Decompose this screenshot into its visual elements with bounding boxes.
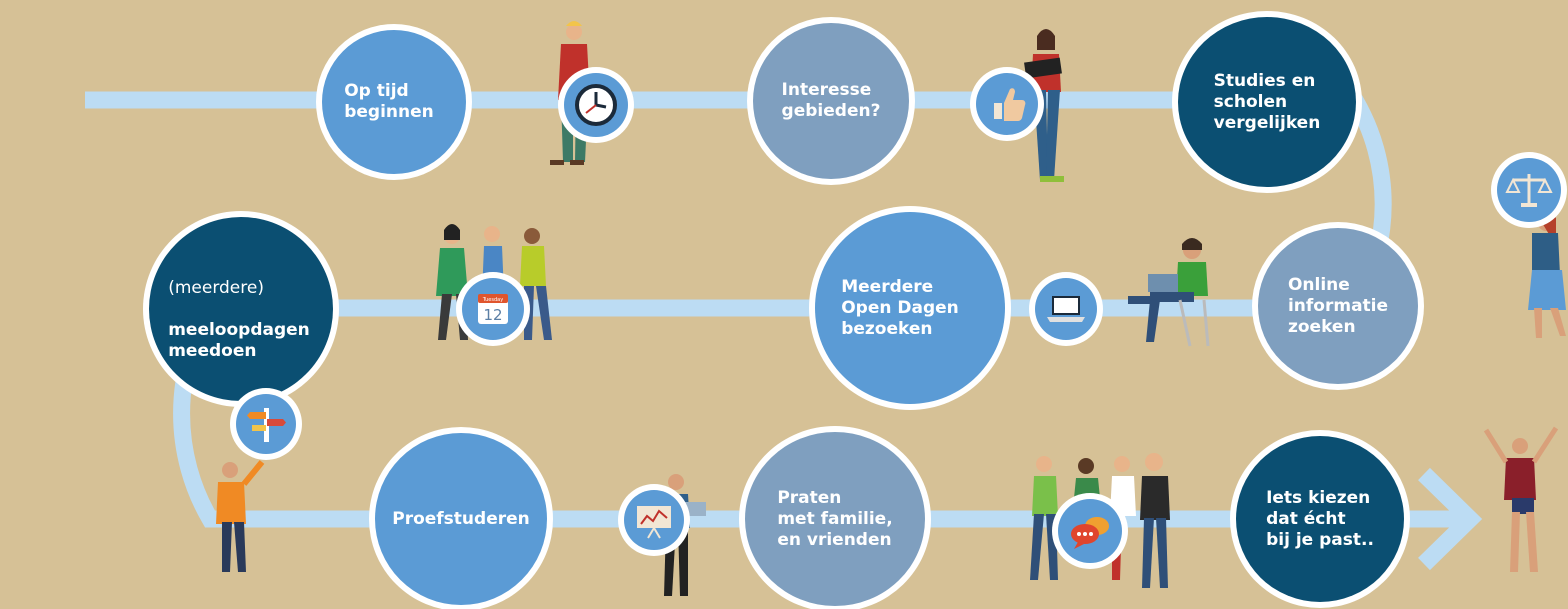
- person-waving-icon: [216, 460, 265, 572]
- calendar-weekday-label: Tuesday: [482, 297, 503, 303]
- calendar-day-number: 12: [483, 306, 502, 324]
- person-with-laptop-icon: [1128, 238, 1210, 347]
- step-praten: Praten met familie, en vrienden: [745, 432, 925, 606]
- step-interesse-gebieden: Interesse gebieden?: [753, 23, 909, 179]
- step-open-dagen: Meerdere Open Dagen bezoeken: [815, 212, 1005, 404]
- step-label-main: meeloopdagen meedoen: [168, 319, 310, 361]
- step-label-prefix: (meerdere): [168, 277, 264, 298]
- person-holding-scale-icon: [1528, 210, 1566, 338]
- step-label: (meerdere) meeloopdagen meedoen: [168, 257, 310, 362]
- person-reading-icon: [1024, 29, 1064, 182]
- step-label: Proefstuderen: [392, 508, 530, 529]
- step-label: Interesse gebieden?: [781, 80, 881, 121]
- step-online-informatie: Online informatie zoeken: [1258, 228, 1418, 384]
- step-iets-kiezen: Iets kiezen dat écht bij je past..: [1236, 436, 1404, 602]
- step-label: Iets kiezen dat écht bij je past..: [1266, 487, 1374, 550]
- step-label: Studies en scholen vergelijken: [1213, 70, 1321, 133]
- step-label: Praten met familie, en vrienden: [777, 487, 893, 550]
- clock-icon: [564, 73, 628, 137]
- step-label: Op tijd beginnen: [344, 81, 434, 122]
- step-label: Meerdere Open Dagen bezoeken: [841, 276, 959, 339]
- person-celebrating-icon: [1483, 426, 1559, 572]
- step-label: Online informatie zoeken: [1287, 274, 1389, 337]
- signpost-icon: [236, 394, 296, 454]
- presentation-icon: [624, 490, 684, 550]
- thumbs-up-icon: [976, 73, 1038, 135]
- step-studies-vergelijken: Studies en scholen vergelijken: [1178, 17, 1356, 187]
- chat-bubbles-icon: [1058, 499, 1122, 563]
- step-proefstuderen: Proefstuderen: [375, 433, 547, 605]
- calendar-icon: Tuesday 12: [462, 278, 524, 340]
- laptop-icon: [1035, 278, 1097, 340]
- scale-icon: [1497, 158, 1561, 222]
- step-op-tijd-beginnen: Op tijd beginnen: [322, 30, 466, 174]
- step-meeloopdagen: (meerdere) meeloopdagen meedoen: [149, 217, 333, 401]
